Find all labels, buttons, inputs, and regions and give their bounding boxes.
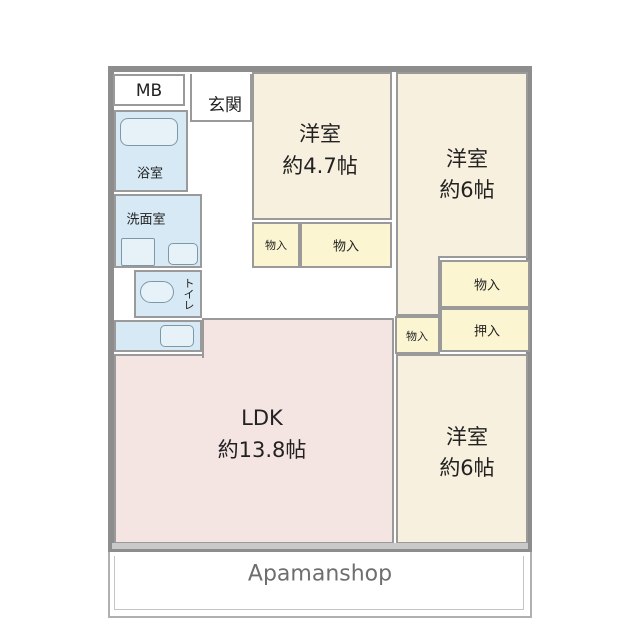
washbasin-icon [168,243,198,265]
ldk-size: 約13.8帖 [217,438,307,462]
entrance-label: 玄関 [208,95,242,116]
mb-box [113,74,185,106]
closet-4 [395,316,440,354]
closet-3 [440,260,530,308]
window-strip [112,543,528,549]
sink-icon [160,325,194,347]
balcony-inner [114,556,524,610]
closet-2-label: 物入 [332,239,360,255]
watermark: Apamanshop [247,561,393,587]
western-room-3-size: 約6帖 [439,456,495,480]
western-room-3 [396,354,528,544]
closet-2 [300,222,392,268]
toilet-label: トイレ [182,277,195,311]
western-room-3-name: 洋室 [446,425,488,449]
closet-3-label: 物入 [473,278,501,294]
balcony [108,552,532,618]
western-room-1 [252,72,392,220]
western-room-2 [396,72,528,258]
western-room-2-name: 洋室 [446,147,488,171]
washing-machine-icon [121,238,155,266]
closet-1-label: 物入 [265,239,287,252]
closet-4-label: 物入 [406,330,428,343]
ldk-upper [202,318,394,358]
bath-label: 浴室 [136,166,164,182]
entrance-area [190,74,252,122]
bathtub-icon [120,118,178,146]
oshiire-label: 押入 [473,324,501,340]
closet-1 [252,222,300,268]
ldk-room [114,354,394,544]
oshiire-closet [440,308,530,352]
western-room-1-name: 洋室 [299,122,341,146]
western-room-1-size: 約4.7帖 [282,154,358,178]
western-room-2-size: 約6帖 [439,178,495,202]
western-room-2-lower [396,256,440,316]
mb-label: MB [135,81,163,101]
toilet-icon [140,281,174,303]
washroom-label: 洗面室 [126,212,166,228]
ldk-name: LDK [241,406,283,430]
